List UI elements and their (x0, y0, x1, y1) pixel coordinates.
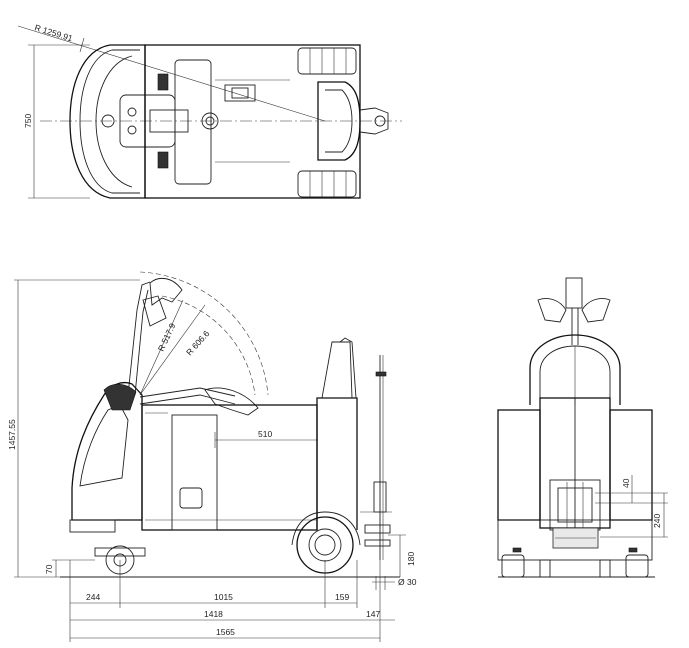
top-radius-label: R 1259.91 (33, 22, 74, 43)
coupling-height-label: 180 (406, 552, 416, 566)
rear-view: 40 240 (497, 277, 668, 578)
front-wheel-left (297, 47, 357, 75)
top-view: 750 R 1259.91 (17, 22, 402, 199)
front-wheel-right (297, 170, 357, 198)
wheelbase-label: 1015 (214, 592, 233, 602)
side-front-wheel (291, 511, 361, 574)
radius-outer-label: R 606.6 (184, 328, 212, 357)
rear-coupling-width-label: 40 (621, 478, 631, 488)
rear-coupling-height-label: 240 (652, 514, 662, 528)
top-width-label: 750 (23, 114, 33, 128)
side-clearance-label: 70 (44, 564, 54, 574)
length-to-coupling-label: 1418 (204, 609, 223, 619)
reach-label: 510 (258, 429, 272, 439)
pin-diameter-label: Ø 30 (398, 577, 417, 587)
side-view: 1457.55 70 R 517.9 R 606.6 510 (7, 271, 417, 642)
front-overhang-label: 159 (335, 592, 349, 602)
side-height-label: 1457.55 (7, 419, 17, 450)
radius-inner-label: R 517.9 (156, 321, 178, 352)
coupling-offset-label: 147 (366, 609, 380, 619)
rear-overhang-label: 244 (86, 592, 100, 602)
overall-length-label: 1565 (216, 627, 235, 637)
